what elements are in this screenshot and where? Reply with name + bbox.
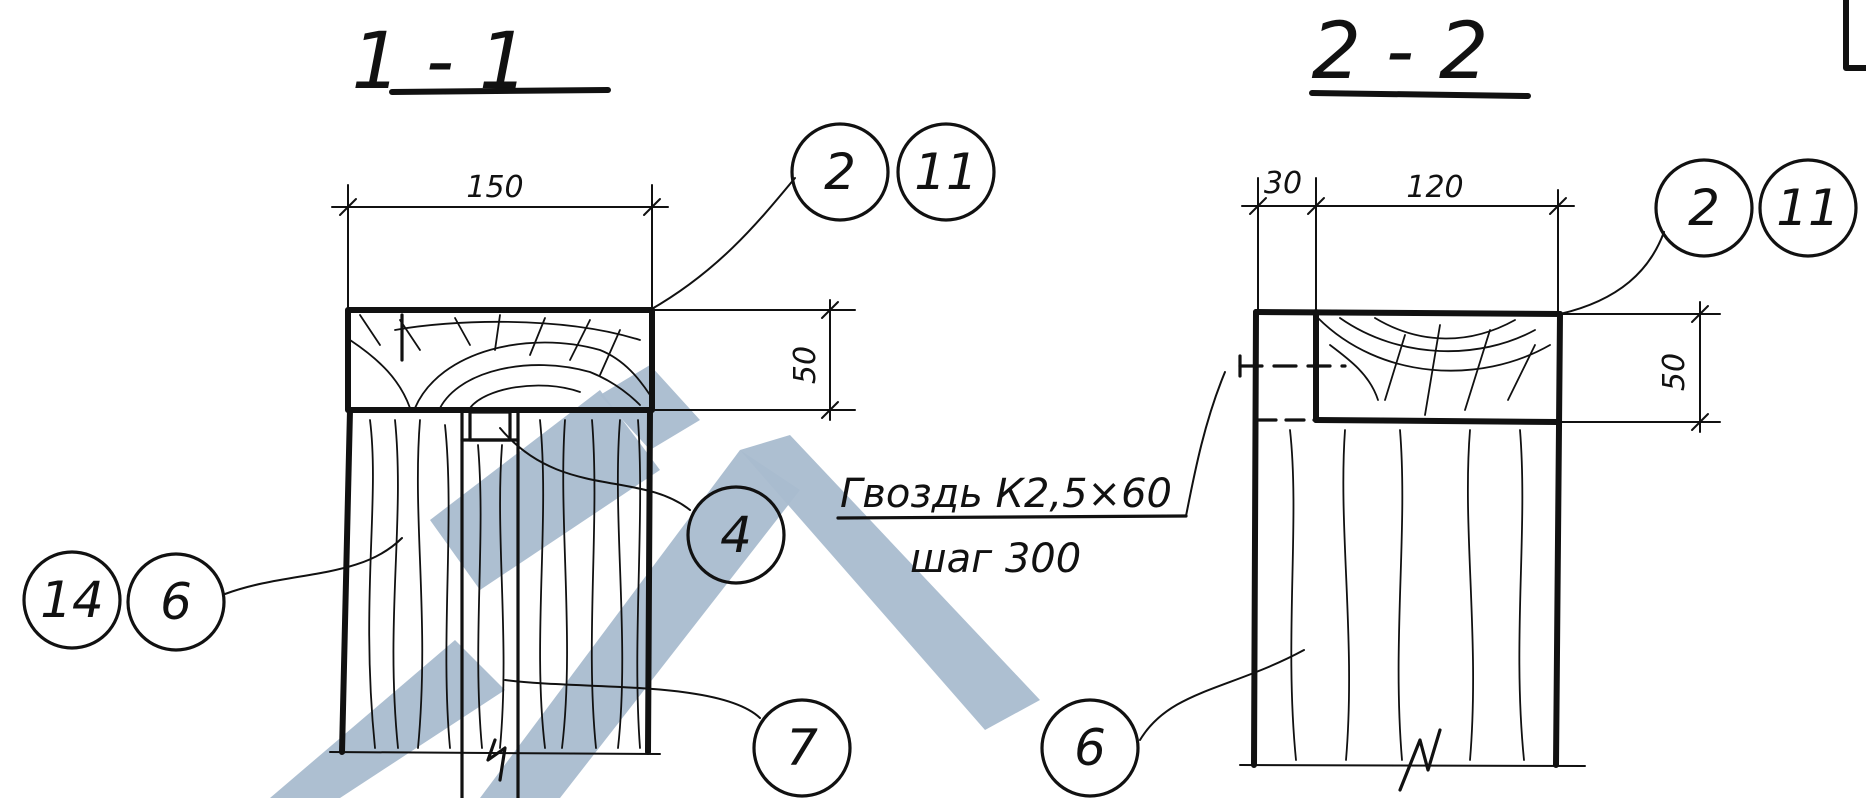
leader-2-11-left	[649, 177, 796, 311]
callout-7: 7	[752, 698, 852, 798]
dimension-30-120: 30 120	[1241, 166, 1575, 313]
leader-2-11-right	[1559, 231, 1665, 315]
svg-text:2: 2	[1688, 179, 1720, 237]
long-grain-1-1	[368, 419, 642, 749]
callout-6-left: 6	[126, 552, 226, 652]
nail-note-line1: Гвоздь К2,5×60	[840, 471, 1172, 517]
svg-text:14: 14	[40, 571, 104, 629]
outline-2-2	[1239, 309, 1586, 792]
section-1-1-title-underline	[389, 87, 611, 95]
callout-2-right: 2	[1654, 158, 1754, 258]
long-grain-2-2	[1289, 429, 1525, 761]
leader-14-6	[224, 537, 403, 595]
svg-text:11: 11	[1776, 179, 1840, 237]
dimension-50-left: 50	[651, 299, 856, 421]
top-board-1-1	[345, 307, 655, 413]
dimension-50-right-label: 50	[1657, 353, 1692, 391]
section-2-2-title: 2 - 2	[1312, 7, 1489, 97]
lower-body-1-1	[329, 407, 661, 798]
nail-note-line2: шаг 300	[910, 536, 1081, 582]
dimension-50-right: 50	[1559, 301, 1721, 433]
callout-4: 4	[686, 485, 786, 585]
svg-text:4: 4	[720, 506, 752, 564]
watermark	[270, 365, 1040, 798]
nail-note: Гвоздь К2,5×60 шаг 300	[836, 371, 1226, 582]
dimension-150-label: 150	[466, 170, 523, 205]
dimension-30-label: 30	[1264, 166, 1302, 201]
svg-text:2: 2	[824, 143, 856, 201]
nail-note-underline	[836, 514, 1188, 520]
dimension-120-label: 120	[1406, 170, 1463, 205]
end-grain-2-2	[1317, 317, 1551, 416]
svg-text:7: 7	[786, 719, 818, 777]
section-2-2-title-underline	[1309, 90, 1531, 99]
leader-6-right	[1139, 649, 1305, 741]
svg-text:6: 6	[1074, 719, 1106, 777]
leader-nail	[1185, 371, 1226, 517]
section-1-1: 1 - 1 150 50	[22, 17, 996, 798]
svg-text:11: 11	[914, 143, 978, 201]
callout-11-left: 11	[896, 122, 996, 222]
section-2-2: 2 - 2 30 120 50	[1040, 7, 1858, 798]
leader-7	[504, 679, 761, 719]
nail-2-2	[1238, 354, 1347, 378]
svg-text:6: 6	[160, 573, 192, 631]
callout-6-right: 6	[1040, 698, 1140, 798]
dimension-150: 150	[331, 170, 669, 311]
dimension-50-left-label: 50	[788, 346, 823, 384]
leader-4	[499, 427, 691, 511]
callout-14: 14	[22, 550, 122, 650]
callout-2-left: 2	[790, 122, 890, 222]
end-grain-1-1	[349, 313, 651, 409]
callout-11-right: 11	[1758, 158, 1858, 258]
frame-fragment	[1843, 0, 1866, 71]
